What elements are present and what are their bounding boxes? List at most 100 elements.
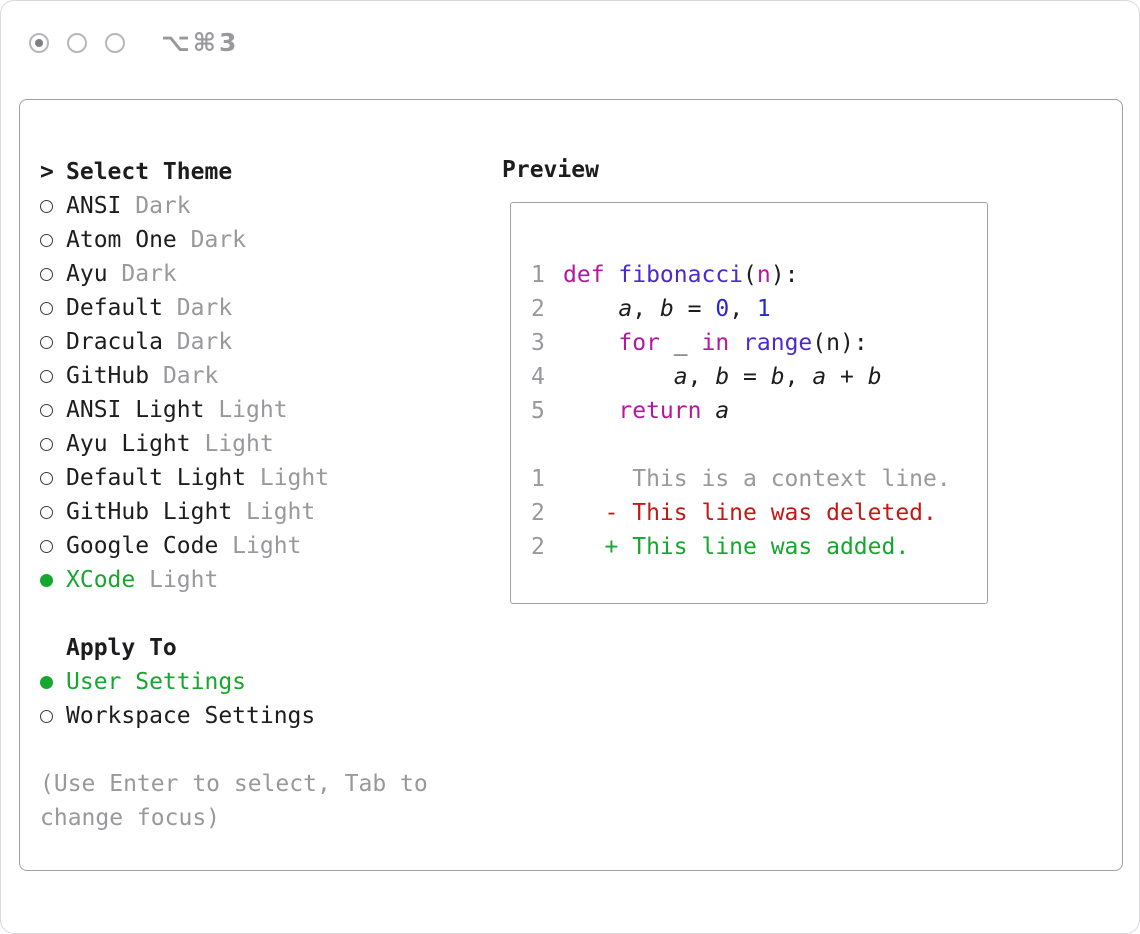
theme-item[interactable]: GitHub Dark [40,359,460,393]
titlebar: ⌥⌘3 [29,28,239,57]
code-line: 3 for _ in range(n): [531,326,951,360]
theme-name: Atom One [66,227,177,253]
code-text: for _ in range(n): [618,330,868,356]
radio-icon [40,539,53,553]
theme-variant: Light [218,397,288,423]
theme-item[interactable]: Default Dark [40,291,460,325]
code-line: 4 a, b = b, a + b [531,360,951,394]
radio-dot-icon [35,38,43,47]
window-control-icon[interactable] [67,32,87,53]
selected-radio-icon [40,573,53,587]
select-theme-title: Select Theme [66,159,233,185]
radio-icon [40,437,53,451]
theme-item[interactable]: Ayu Light Light [40,427,460,461]
line-number: 4 [531,364,545,390]
theme-name: Ayu Light [66,431,191,457]
apply-to-option[interactable]: Workspace Settings [40,699,460,733]
line-number: 1 [531,262,545,288]
radio-icon [40,301,53,315]
blank-line [531,428,951,462]
line-number: 3 [531,330,545,356]
theme-item[interactable]: Ayu Dark [40,257,460,291]
theme-variant: Dark [176,295,233,321]
code-line: 5 return a [531,394,951,428]
theme-name: GitHub [66,363,150,389]
theme-name: Google Code [66,533,219,559]
code-text: a, b = 0, 1 [618,296,771,322]
theme-item[interactable]: ANSI Light Light [40,393,460,427]
apply-to-header: Apply To [40,631,460,665]
hint-text: (Use Enter to select, Tab to change focu… [40,771,428,831]
window-control-icon[interactable] [105,32,125,53]
theme-variant: Light [232,533,302,559]
theme-item[interactable]: GitHub Light Light [40,495,460,529]
theme-name: ANSI Light [66,397,205,423]
select-theme-header: > Select Theme [40,155,460,189]
line-number: 5 [531,398,545,424]
theme-name: Default Light [66,465,247,491]
diff-text: - This line was deleted. [563,500,937,526]
theme-variant: Dark [135,193,191,219]
radio-icon [40,471,53,485]
theme-name: Dracula [66,329,163,355]
theme-item[interactable]: Google Code Light [40,529,460,563]
line-number: 1 [531,466,545,492]
radio-icon [40,335,53,349]
apply-to-option-label: User Settings [66,669,247,695]
selected-radio-icon [40,675,53,689]
diff-block: 1 This is a context line.2 - This line w… [531,462,951,564]
code-line: 1 def fibonacci(n): [531,258,951,292]
window-control-active-icon[interactable] [29,32,49,53]
radio-icon [40,403,53,417]
radio-icon [40,233,53,247]
theme-name: XCode [66,567,136,593]
theme-name: Default [66,295,163,321]
theme-item[interactable]: Dracula Dark [40,325,460,359]
theme-variant: Light [246,499,316,525]
theme-variant: Light [204,431,274,457]
line-number: 2 [531,500,545,526]
line-number: 2 [531,534,545,560]
radio-icon [40,505,53,519]
theme-item[interactable]: Default Light Light [40,461,460,495]
line-number: 2 [531,296,545,322]
theme-variant: Dark [176,329,233,355]
radio-icon [40,199,53,213]
theme-name: GitHub Light [66,499,233,525]
theme-name: Ayu [66,261,108,287]
diff-line: 2 + This line was added. [531,530,951,564]
radio-icon [40,369,53,383]
preview-title: Preview [502,157,599,183]
theme-item[interactable]: ANSI Dark [40,189,460,223]
apply-to-title: Apply To [66,635,177,661]
diff-line: 2 - This line was deleted. [531,496,951,530]
radio-icon [40,267,53,281]
diff-text: + This line was added. [563,534,910,560]
radio-icon [40,709,53,723]
theme-name: ANSI [66,193,122,219]
diff-line: 1 This is a context line. [531,462,951,496]
code-text: def fibonacci(n): [563,262,799,288]
theme-variant: Dark [121,261,177,287]
apply-to-option-label: Workspace Settings [66,703,316,729]
theme-variant: Dark [190,227,247,253]
theme-variant: Light [259,465,330,491]
code-line: 2 a, b = 0, 1 [531,292,951,326]
keyboard-shortcut-label: ⌥⌘3 [161,28,240,57]
cursor-icon: > [40,159,54,185]
code-text: a, b = b, a + b [673,364,882,390]
theme-variant: Dark [162,363,219,389]
code-text: return a [618,398,730,424]
theme-item[interactable]: Atom One Dark [40,223,460,257]
diff-text: This is a context line. [563,466,951,492]
apply-to-option[interactable]: User Settings [40,665,460,699]
